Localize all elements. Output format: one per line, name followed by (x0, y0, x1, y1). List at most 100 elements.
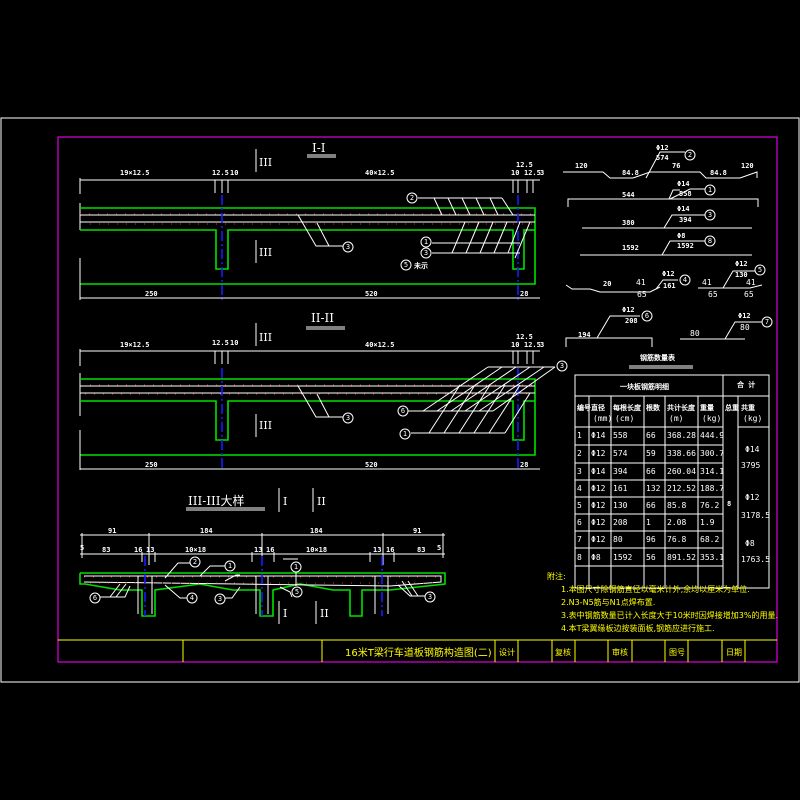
table-title: 钢筋数量表 (640, 353, 676, 362)
callout-3: 3 (218, 595, 222, 603)
dim-text: 10×18 (185, 546, 206, 554)
dim-text: 65 (708, 290, 718, 299)
rebar-dia: Φ12 (622, 306, 635, 314)
note-item: 1.本图尺寸除钢筋直径以毫米计外,余均以厘米为单位. (561, 584, 750, 594)
dim-text: 83 (417, 546, 425, 554)
dim-text: 120 (575, 162, 588, 170)
table-header: 总重 (725, 403, 739, 412)
table-cell: 1 (577, 431, 582, 440)
dim-text: 184 (310, 527, 323, 535)
rebar-dia: Φ14 (677, 180, 690, 188)
dim-text: 65 (744, 290, 754, 299)
section-mark-II-bottom: II (320, 607, 329, 620)
dim-text: 16 (266, 546, 274, 554)
callout-5: 5 (404, 261, 408, 269)
dim-text: 12.5 (516, 333, 533, 341)
table-cell: 3 (577, 467, 582, 476)
section-mark-I: I (283, 495, 287, 508)
table-cell: 2.08 (667, 518, 686, 527)
dim-text: 20 (603, 280, 611, 288)
rebar-dia: Φ12 (656, 144, 669, 152)
table-cell: 574 (613, 449, 628, 458)
rebar-id: 5 (758, 266, 762, 274)
rebar-id: 7 (765, 318, 769, 326)
dim-text: 520 (365, 461, 378, 469)
callout-1: 1 (228, 562, 232, 570)
table-cell: Φ14 (591, 467, 606, 476)
table-cell: 6 (577, 518, 582, 527)
callout-1b: 1 (294, 563, 298, 571)
table-cell: 8 (577, 553, 582, 562)
title-block-review: 复核 (555, 647, 571, 657)
table-cell: 4 (577, 484, 582, 493)
rebar-length: 208 (625, 317, 638, 325)
table-cell: 66 (646, 431, 656, 440)
table-cell: 2 (577, 449, 582, 458)
table-cell: 76.2 (700, 501, 719, 510)
drawing-title: 16米T梁行车道板钢筋构造图(二) (345, 646, 492, 659)
table-cell: 1 (646, 518, 651, 527)
inner-frame (57, 136, 778, 663)
title-block: 16米T梁行车道板钢筋构造图(二) 设计 复核 审核 图号 日期 (58, 639, 777, 662)
table-cell: 66 (646, 501, 656, 510)
table-header: 根数 (646, 403, 661, 412)
dim-text: 13 (146, 546, 154, 554)
outer-frame (0, 117, 800, 683)
dim-text: 12.5 (524, 341, 541, 349)
total-dia: Φ8 (745, 539, 755, 548)
table-cell: 558 (613, 431, 628, 440)
table-header-unit: (m) (669, 414, 683, 423)
table-cell: 314.1 (700, 467, 724, 476)
note-item: 3.表中钢筋数量已计入长度大于10米时因焊接增加3%的用量. (561, 610, 778, 620)
rebar-length: 161 (663, 282, 676, 290)
section-2-title: II-II (311, 311, 334, 325)
title-block-date: 日期 (726, 648, 742, 657)
dim-text: 41 (702, 278, 712, 287)
callout-2: 2 (193, 558, 197, 566)
notes-heading: 附注: (547, 571, 566, 581)
table-cell: 1592 (613, 553, 632, 562)
table-cell: Φ14 (591, 431, 606, 440)
dim-text: 13 (373, 546, 381, 554)
table-header: 编号 (577, 403, 591, 412)
callout-6: 6 (401, 407, 405, 415)
dim-text: 12.5 (212, 339, 229, 347)
dim-text: 3 (540, 341, 544, 349)
table-header: 直径 (591, 403, 605, 412)
section-mark-III-bottom: III (259, 246, 272, 259)
dim-text: 12.5 (212, 169, 229, 177)
dim-text: 3 (540, 169, 544, 177)
section-mark-I-bottom: I (283, 607, 287, 620)
table-cell: 76.8 (667, 535, 686, 544)
rebar-dia: Φ12 (735, 260, 748, 268)
section-2: II-II III III 19×12.5 12.5 10 40×12.5 12… (79, 311, 568, 470)
table-cell: 56 (646, 553, 656, 562)
title-block-design: 设计 (499, 647, 515, 657)
table-header-unit: (mm) (593, 414, 612, 423)
dim-text: 1592 (622, 244, 639, 252)
callout-3b: 3 (428, 593, 432, 601)
dim-text: 10 (230, 339, 238, 347)
table-header: 每根长度 (613, 403, 642, 412)
table-cell: 368.28 (667, 431, 696, 440)
table-header-unit: (kg) (743, 414, 762, 423)
table-cell: 394 (613, 467, 628, 476)
dim-text: 16 (386, 546, 394, 554)
total-value: 1763.5 (741, 555, 770, 564)
total-value: 3795 (741, 461, 760, 470)
callout-6: 6 (93, 594, 97, 602)
dim-text: 28 (520, 290, 528, 298)
table-cell: 96 (646, 535, 656, 544)
callout-4: 4 (190, 594, 194, 602)
dim-text: 12.5 (516, 161, 533, 169)
table-cell: 212.52 (667, 484, 696, 493)
total-dia: Φ14 (745, 445, 760, 454)
dim-text: 84.8 (710, 169, 727, 177)
table-cell: 59 (646, 449, 656, 458)
rebar-quantity-table: 钢筋数量表 一块板钢筋明细 合 计 编号直径(mm)每根长度(cm)根数共计长度… (574, 353, 770, 589)
dim-text: 91 (413, 527, 421, 535)
dim-text: 544 (622, 191, 635, 199)
dim-text: 5 (437, 544, 441, 552)
callout-3: 3 (346, 243, 350, 251)
callout-1: 1 (424, 238, 428, 246)
